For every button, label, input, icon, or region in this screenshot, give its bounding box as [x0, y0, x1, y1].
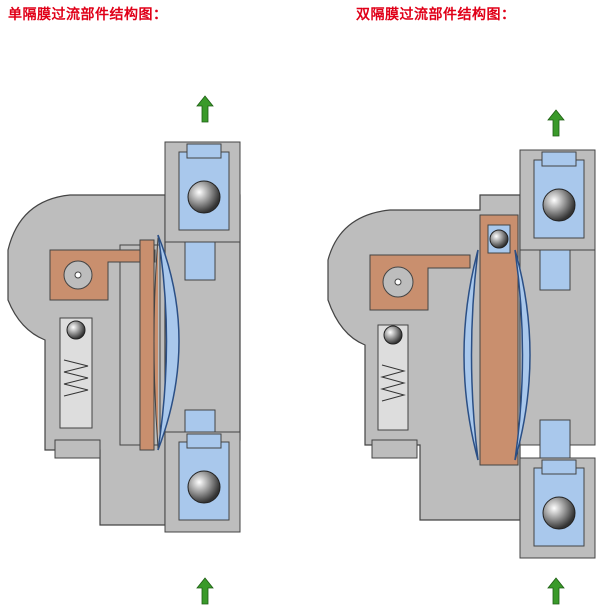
bolt-cap	[54, 439, 101, 459]
spring-column	[59, 317, 93, 429]
diaphragm-backing	[153, 237, 159, 449]
middle-chamber	[479, 214, 519, 466]
single-diaphragm-title: 单隔膜过流部件结构图：	[8, 7, 168, 23]
diaphragm-1	[463, 249, 479, 461]
pivot-icon	[394, 278, 402, 286]
pilot-ball	[383, 325, 403, 345]
lower-check-valve	[164, 431, 241, 533]
middle-ball	[489, 229, 509, 249]
upper-check-valve	[519, 149, 596, 251]
lower-check-valve	[519, 457, 596, 559]
outlet-arrow-icon	[547, 109, 565, 137]
inlet-arrow-icon	[196, 577, 214, 605]
single-diaphragm-diagram	[7, 95, 241, 605]
pivot-icon	[74, 271, 82, 279]
double-diaphragm-title: 双隔膜过流部件结构图：	[356, 7, 516, 23]
pilot-ball	[66, 320, 86, 340]
spring-icon	[380, 364, 406, 402]
diaphragm-2	[514, 249, 531, 461]
upper-check-valve	[164, 141, 241, 243]
diaphragm	[157, 234, 180, 451]
bolt-cap	[371, 439, 418, 459]
inlet-arrow-icon	[547, 577, 565, 605]
outlet-arrow-icon	[196, 95, 214, 123]
spring-icon	[63, 359, 89, 397]
copper-plate	[139, 239, 155, 451]
double-diaphragm-diagram	[327, 109, 596, 605]
